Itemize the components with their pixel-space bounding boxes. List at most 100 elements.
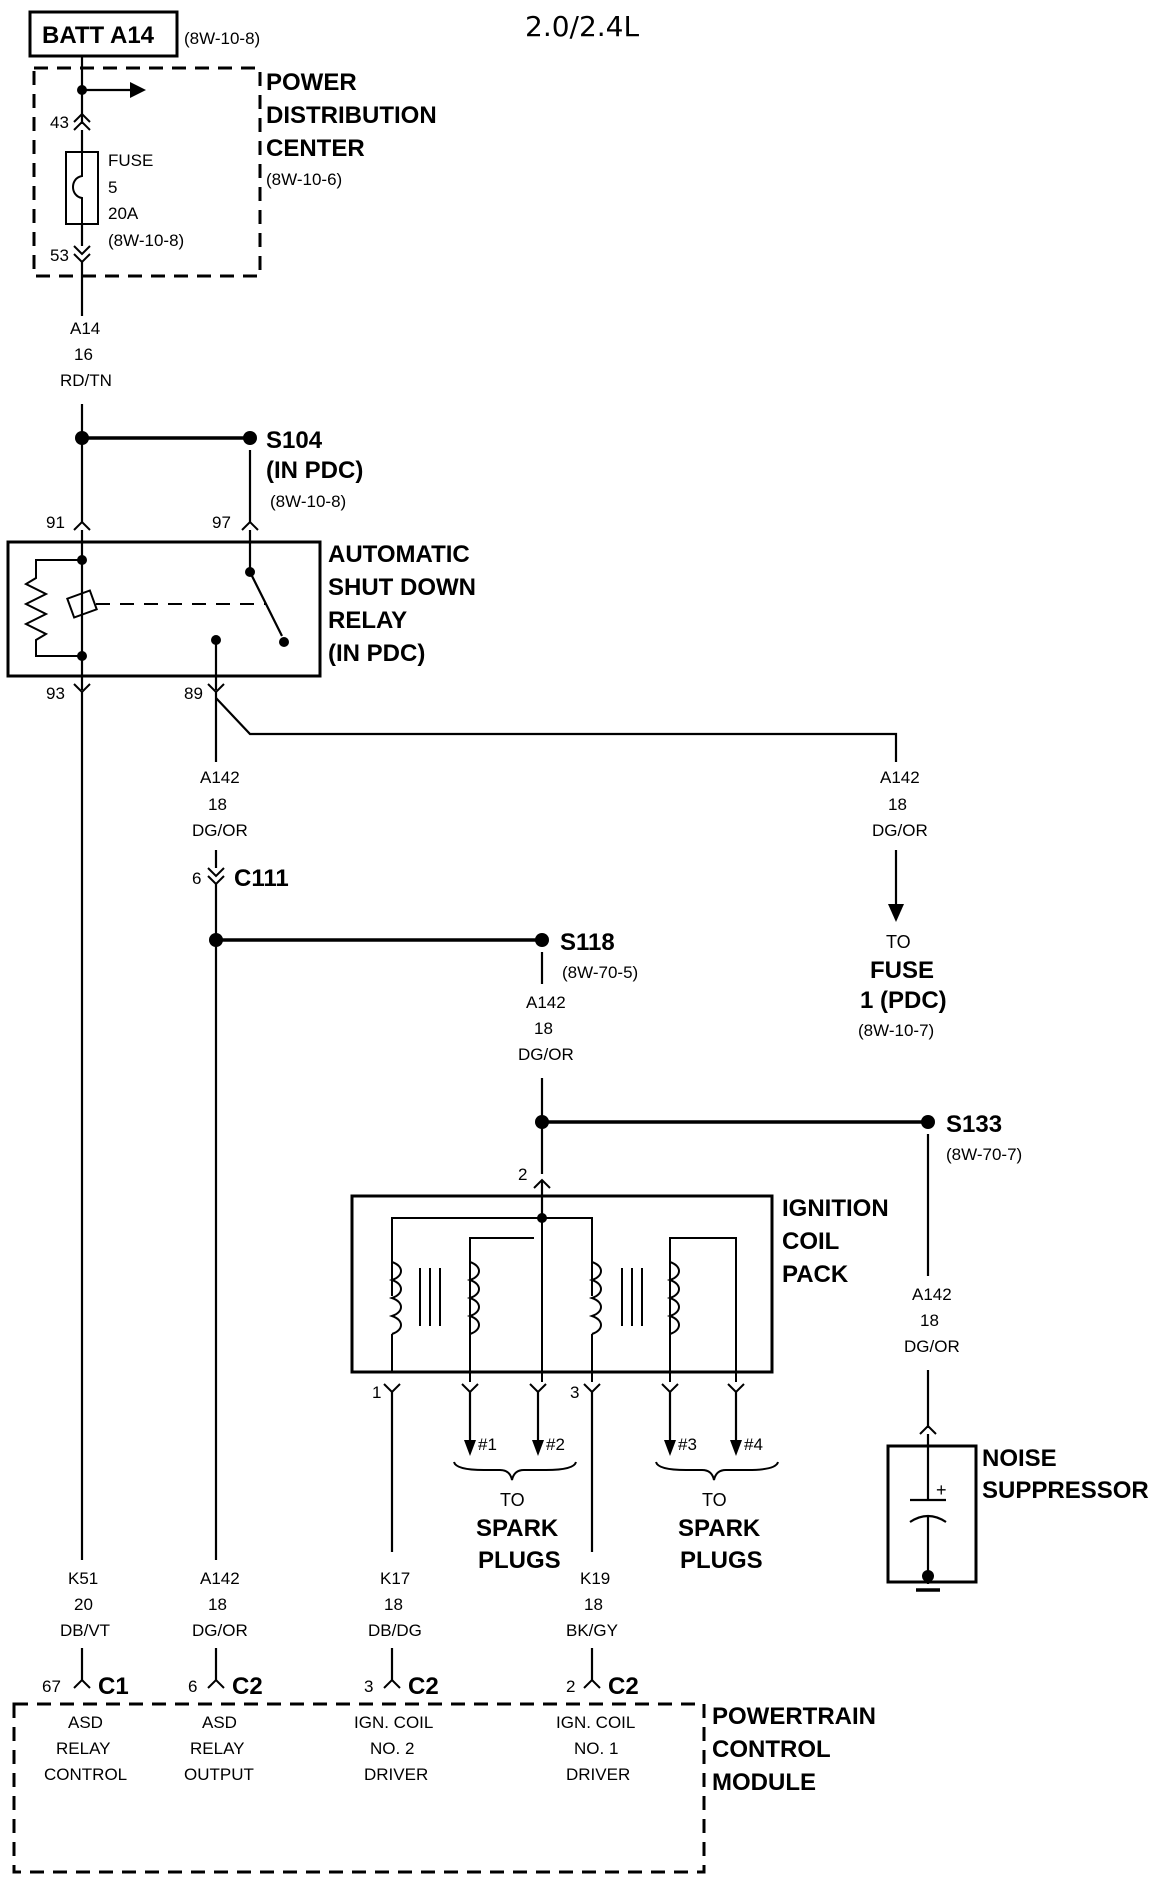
coil-pin3-connector-icon (583, 1383, 601, 1394)
coil-label-2: COIL (782, 1228, 839, 1255)
a142-right-wire (215, 697, 898, 762)
plugs-b-label-2: PLUGS (680, 1547, 763, 1574)
asd-label-4: (IN PDC) (328, 640, 425, 667)
wire-a142-left-id: A142 (200, 768, 240, 787)
wire-a142-right-gauge: 18 (888, 795, 907, 814)
wire-a14-gauge: 16 (74, 345, 93, 364)
asd-pin-93: 93 (46, 684, 65, 703)
batt-ref: (8W-10-8) (184, 29, 260, 48)
fuse-label-2: 5 (108, 178, 117, 197)
relay-resistor-icon (23, 559, 82, 657)
pcm-conn3-func-1: IGN. COIL (354, 1713, 433, 1732)
pcm-conn3-func-3: DRIVER (364, 1765, 428, 1784)
pcm-conn4-func-3: DRIVER (566, 1765, 630, 1784)
s133-label: S133 (946, 1111, 1002, 1138)
wire-a142-right-id: A142 (880, 768, 920, 787)
wire-a142-s118-gauge: 18 (534, 1019, 553, 1038)
plug-label-1: #1 (478, 1435, 497, 1454)
pcm-conn1-pin: 67 (42, 1677, 61, 1696)
pcm-label-1: POWERTRAIN (712, 1703, 876, 1730)
wire-a142-s133-id: A142 (912, 1285, 952, 1304)
fuse-label-1: FUSE (108, 151, 153, 170)
wire-k19-color: BK/GY (566, 1621, 618, 1640)
pcm-c2c-connector-icon (583, 1678, 601, 1689)
pdc-label-3: CENTER (266, 135, 365, 162)
plugs-a-label-2: PLUGS (478, 1547, 561, 1574)
pdc-box (32, 66, 262, 278)
relay-switch-blade (249, 571, 283, 637)
wire-a14-color: RD/TN (60, 371, 112, 390)
asd-pin-91: 91 (46, 513, 65, 532)
asd-label-2: SHUT DOWN (328, 574, 476, 601)
wire-a142-s133-gauge: 18 (920, 1311, 939, 1330)
s133-ref: (8W-70-7) (946, 1145, 1022, 1164)
pcm-conn2-pin: 6 (188, 1677, 197, 1696)
wire-a142-pcm-color: DG/OR (192, 1621, 248, 1640)
fuse-label-3: 20A (108, 204, 139, 223)
to-fuse-label-1: TO (886, 932, 911, 952)
noise-ground-dot (922, 1570, 934, 1582)
wire-a142-right-color: DG/OR (872, 821, 928, 840)
plugs-b-to: TO (702, 1490, 727, 1510)
pcm-conn1-label: C1 (98, 1673, 129, 1700)
s118-right-dot (535, 933, 549, 947)
to-fuse-label-3: 1 (PDC) (860, 987, 947, 1014)
pdc-ref: (8W-10-6) (266, 170, 342, 189)
coil2-secondary-icon (666, 1237, 737, 1382)
coil-pin-2: 2 (518, 1165, 527, 1184)
plugs-b-label-1: SPARK (678, 1515, 761, 1542)
plug2-connector-icon (529, 1383, 547, 1394)
wire-k17-color: DB/DG (368, 1621, 422, 1640)
asd-label-1: AUTOMATIC (328, 541, 470, 568)
pdc-label-2: DISTRIBUTION (266, 102, 437, 129)
pcm-conn1-func-1: ASD (68, 1713, 103, 1732)
pcm-conn3-pin: 3 (364, 1677, 373, 1696)
pcm-conn2-func-2: RELAY (190, 1739, 245, 1758)
noise-suppressor-box (886, 1444, 978, 1584)
wire-k17-id: K17 (380, 1569, 410, 1588)
relay-switch-contact (279, 637, 289, 647)
s133-right-dot (921, 1115, 935, 1129)
coil-pin-3: 3 (570, 1383, 579, 1402)
pcm-box (12, 1702, 706, 1874)
pcm-conn3-label: C2 (408, 1673, 439, 1700)
s118-ref: (8W-70-5) (562, 963, 638, 982)
s104-right-dot (243, 431, 257, 445)
plugs-a-brace (453, 1461, 577, 1481)
pcm-c1-connector-icon (73, 1678, 91, 1689)
plug-label-3: #3 (678, 1435, 697, 1454)
pdc-label-1: POWER (266, 69, 357, 96)
coil1-primary-icon (388, 1261, 402, 1335)
to-fuse-arrow-icon (888, 904, 904, 922)
pin91-connector-icon (73, 520, 91, 531)
asd-relay-box (6, 540, 322, 678)
pcm-conn2-label: C2 (232, 1673, 263, 1700)
plug3-connector-icon (661, 1383, 679, 1394)
to-fuse-ref: (8W-10-7) (858, 1021, 934, 1040)
c111-connector-icon (207, 867, 225, 886)
s104-ref: (8W-10-8) (270, 492, 346, 511)
noise-label-2: SUPPRESSOR (982, 1477, 1149, 1504)
plugs-b-brace (655, 1461, 779, 1481)
plug2-arrow-icon (532, 1440, 544, 1456)
plug4-arrow-icon (730, 1440, 742, 1456)
coil-label-3: PACK (782, 1261, 849, 1288)
batt-box (28, 10, 179, 58)
wire-k51-gauge: 20 (74, 1595, 93, 1614)
noise-label-1: NOISE (982, 1445, 1057, 1472)
s104-label: S104 (266, 427, 323, 454)
pdc-pin-bottom: 53 (50, 246, 69, 265)
wire-a14-id: A14 (70, 319, 100, 338)
plug1-arrow-icon (464, 1440, 476, 1456)
fuse-element-icon (72, 152, 83, 224)
coil2-primary-icon (588, 1261, 602, 1335)
pdc-pin-top: 43 (50, 113, 69, 132)
pcm-conn2-func-1: ASD (202, 1713, 237, 1732)
asd-pin-97: 97 (212, 513, 231, 532)
wire-k17-gauge: 18 (384, 1595, 403, 1614)
coil-pack-box (350, 1194, 774, 1374)
s104-sub: (IN PDC) (266, 457, 363, 484)
pcm-conn2-func-3: OUTPUT (184, 1765, 254, 1784)
pin43-connector-icon (73, 112, 91, 131)
c111-label: C111 (234, 865, 289, 892)
